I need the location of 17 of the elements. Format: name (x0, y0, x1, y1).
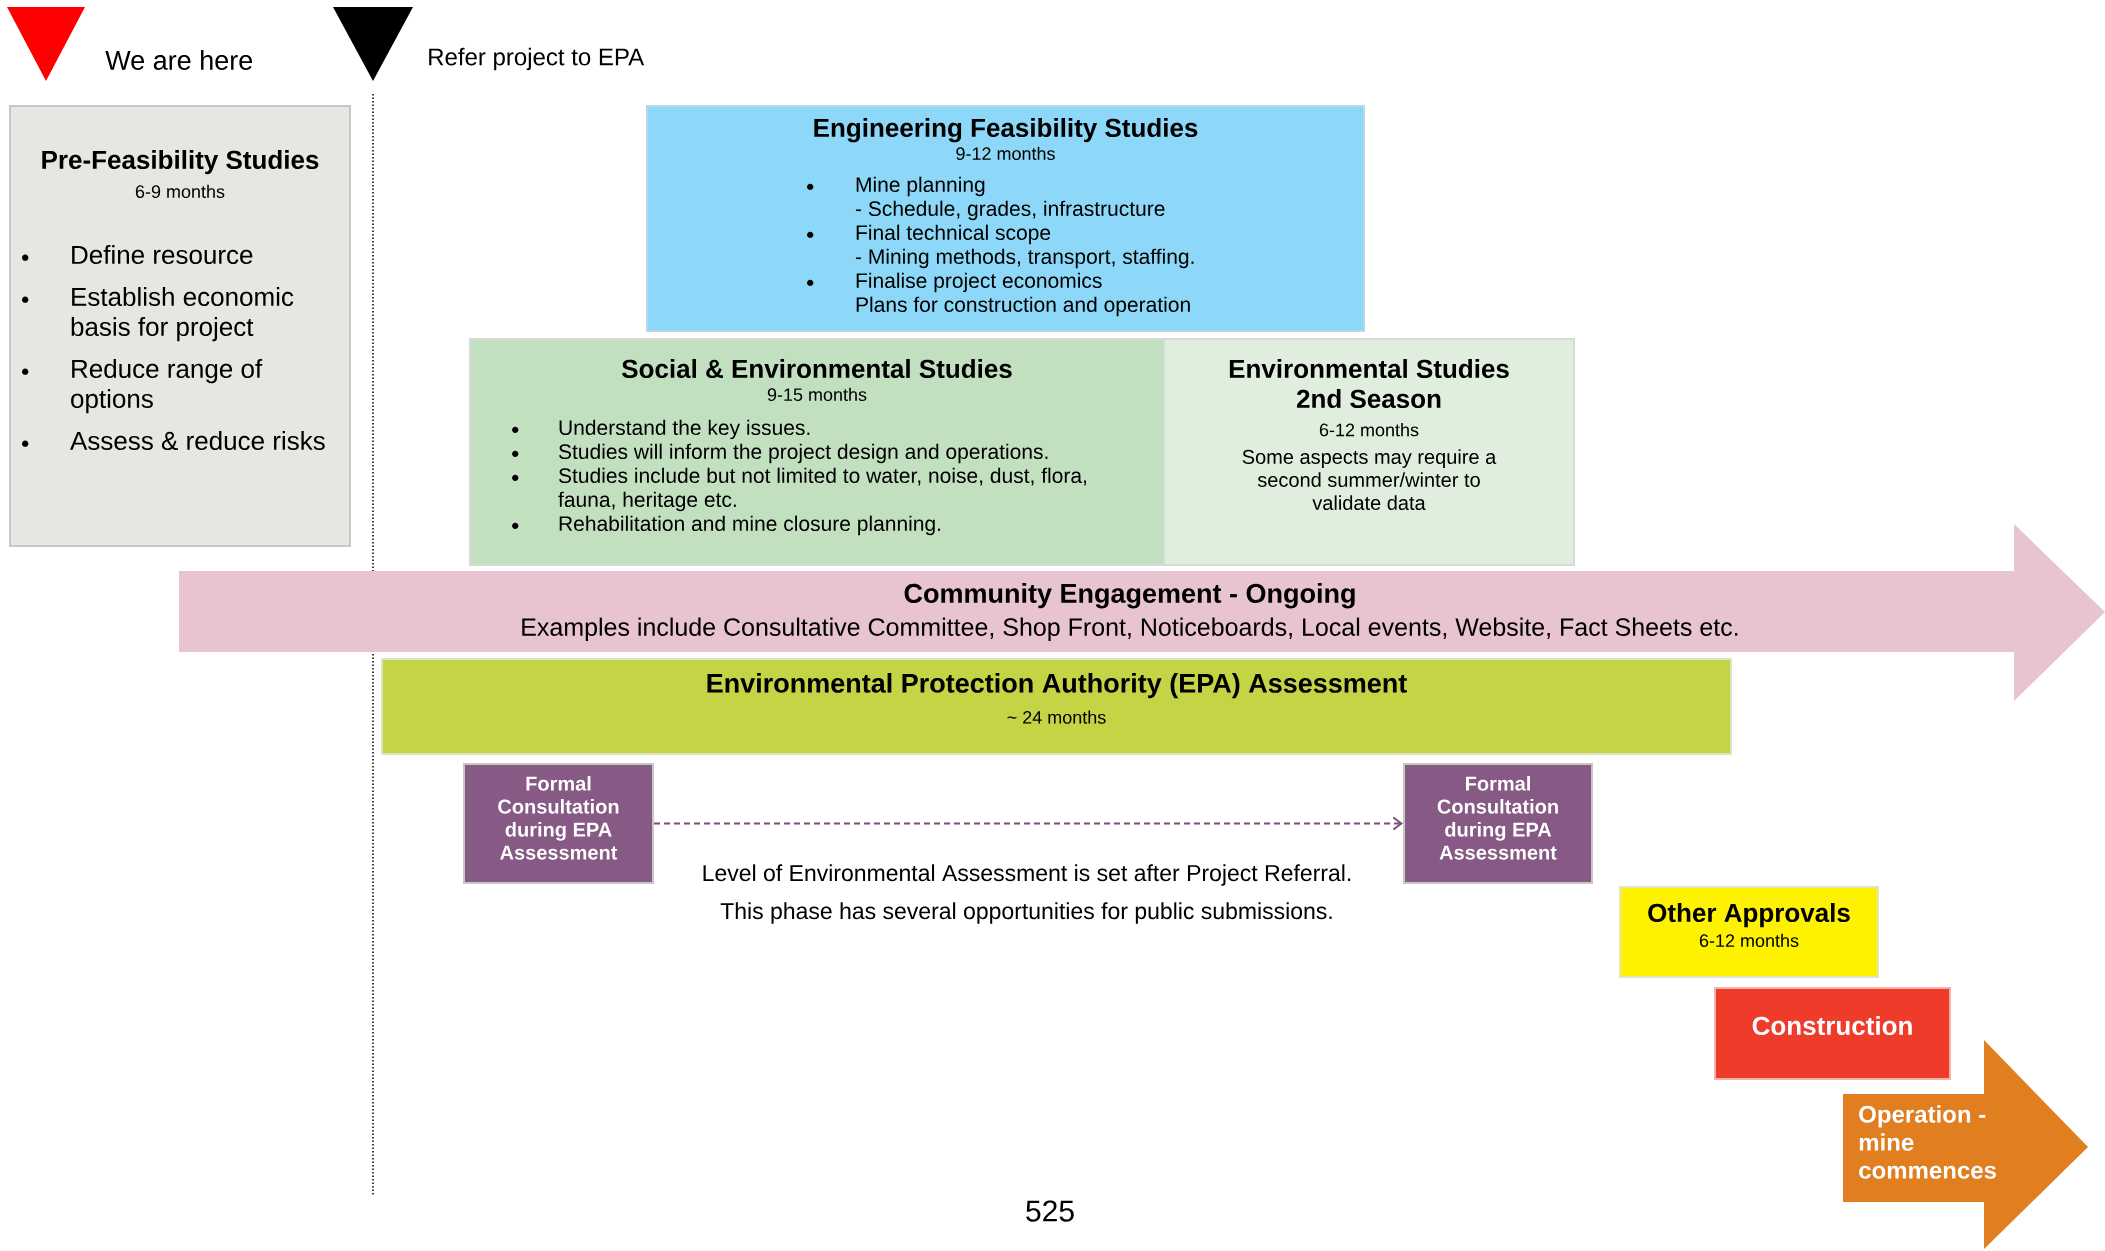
consultation-box: Formal Consultation during EPA Assessment (463, 763, 654, 884)
assessment-bar: Environmental Protection Authority (EPA) Assessment ~ 24 months (381, 658, 1732, 755)
page-number: 525 (1026, 1200, 1074, 1222)
phase-box: Engineering Feasibility Studies 9-12 months Mine planning - Schedule, grades, infrastructure Final technical scope - Mining methods, transport, staffing. Finalise project economics Plans for construction and operation (646, 105, 1365, 332)
marker-label: Refer project to EPA (429, 47, 645, 71)
phase-box: Social & Environmental Studies 9-15 months Understand the key issues. Studies will inform the project design and operations. Studies include but not limited to water, noise, dust, flora, fauna, heritage etc. Rehabilitation and mine closure planning. (469, 338, 1165, 566)
triangle-marker (333, 7, 413, 81)
marker-label: We are here (105, 50, 253, 70)
phase-box: Other Approvals 6-12 months (1619, 886, 1879, 978)
triangle-marker (7, 7, 85, 81)
note-text: This phase has several opportunities for public submissions. (720, 902, 1332, 924)
note-text: Level of Environmental Assessment is set after Project Referral. (703, 864, 1351, 886)
phase-box: Pre-Feasibility Studies 6-9 months Define resource Establish economic basis for project Reduce range of options Assess & reduce risks (9, 105, 351, 547)
arrow (653, 816, 1403, 831)
phase-box: Environmental Studies 2nd Season 6-12 months Some aspects may require a second summer/winter to validate data (1163, 338, 1575, 566)
consultation-box: Formal Consultation during EPA Assessment (1403, 763, 1593, 884)
phase-box: Construction (1714, 987, 1951, 1080)
